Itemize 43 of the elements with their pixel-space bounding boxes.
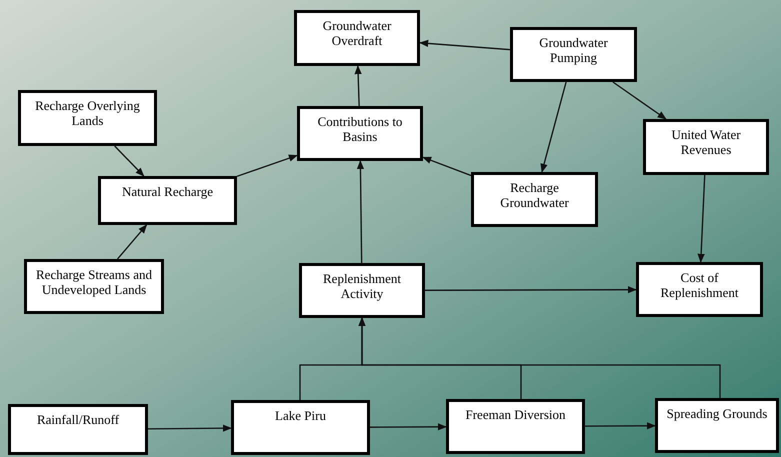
arrow [422,156,472,176]
process-box [655,398,779,453]
process-box [231,400,370,455]
arrow [419,40,510,50]
process-box [98,176,237,225]
arrow [356,160,364,263]
box-label: Groundwater Overdraft [322,18,392,48]
arrow [236,154,298,177]
arrow [370,423,447,430]
process-box [299,263,425,318]
box-label: Cost of Replenishment [660,270,740,300]
arrow [148,424,232,432]
process-box [18,90,157,146]
box-label: Groundwater Pumping [538,35,609,65]
box-label: Contributions to Basins [316,114,404,144]
arrow [540,82,567,173]
box-label: Replenishment Activity [322,271,402,301]
box-label: Lake Piru [275,408,326,423]
box-label: Recharge Streams and Undeveloped Lands [35,267,153,297]
box-label: Freeman Diversion [465,407,566,422]
process-box [510,27,637,82]
arrow [354,65,362,106]
box-label: Natural Recharge [122,184,214,199]
arrow [114,146,144,177]
process-box [446,399,585,454]
arrow [585,422,656,430]
box-label: United Water Revenues [670,127,742,157]
process-box [297,106,423,161]
process-box [643,119,769,175]
box-label: Recharge Overlying Lands [34,98,141,128]
process-box [471,172,598,227]
box-label: Recharge Groundwater [499,180,570,210]
arrow [612,81,667,120]
arrow [698,174,706,263]
box-label: Rainfall/Runoff [36,412,120,427]
process-box [636,262,763,317]
process-box [294,10,420,66]
arrow [425,286,637,294]
process-box [24,259,164,314]
arrow [358,317,721,398]
process-box [8,404,148,455]
box-label: Spreading Grounds [666,406,768,421]
arrow [117,224,148,260]
